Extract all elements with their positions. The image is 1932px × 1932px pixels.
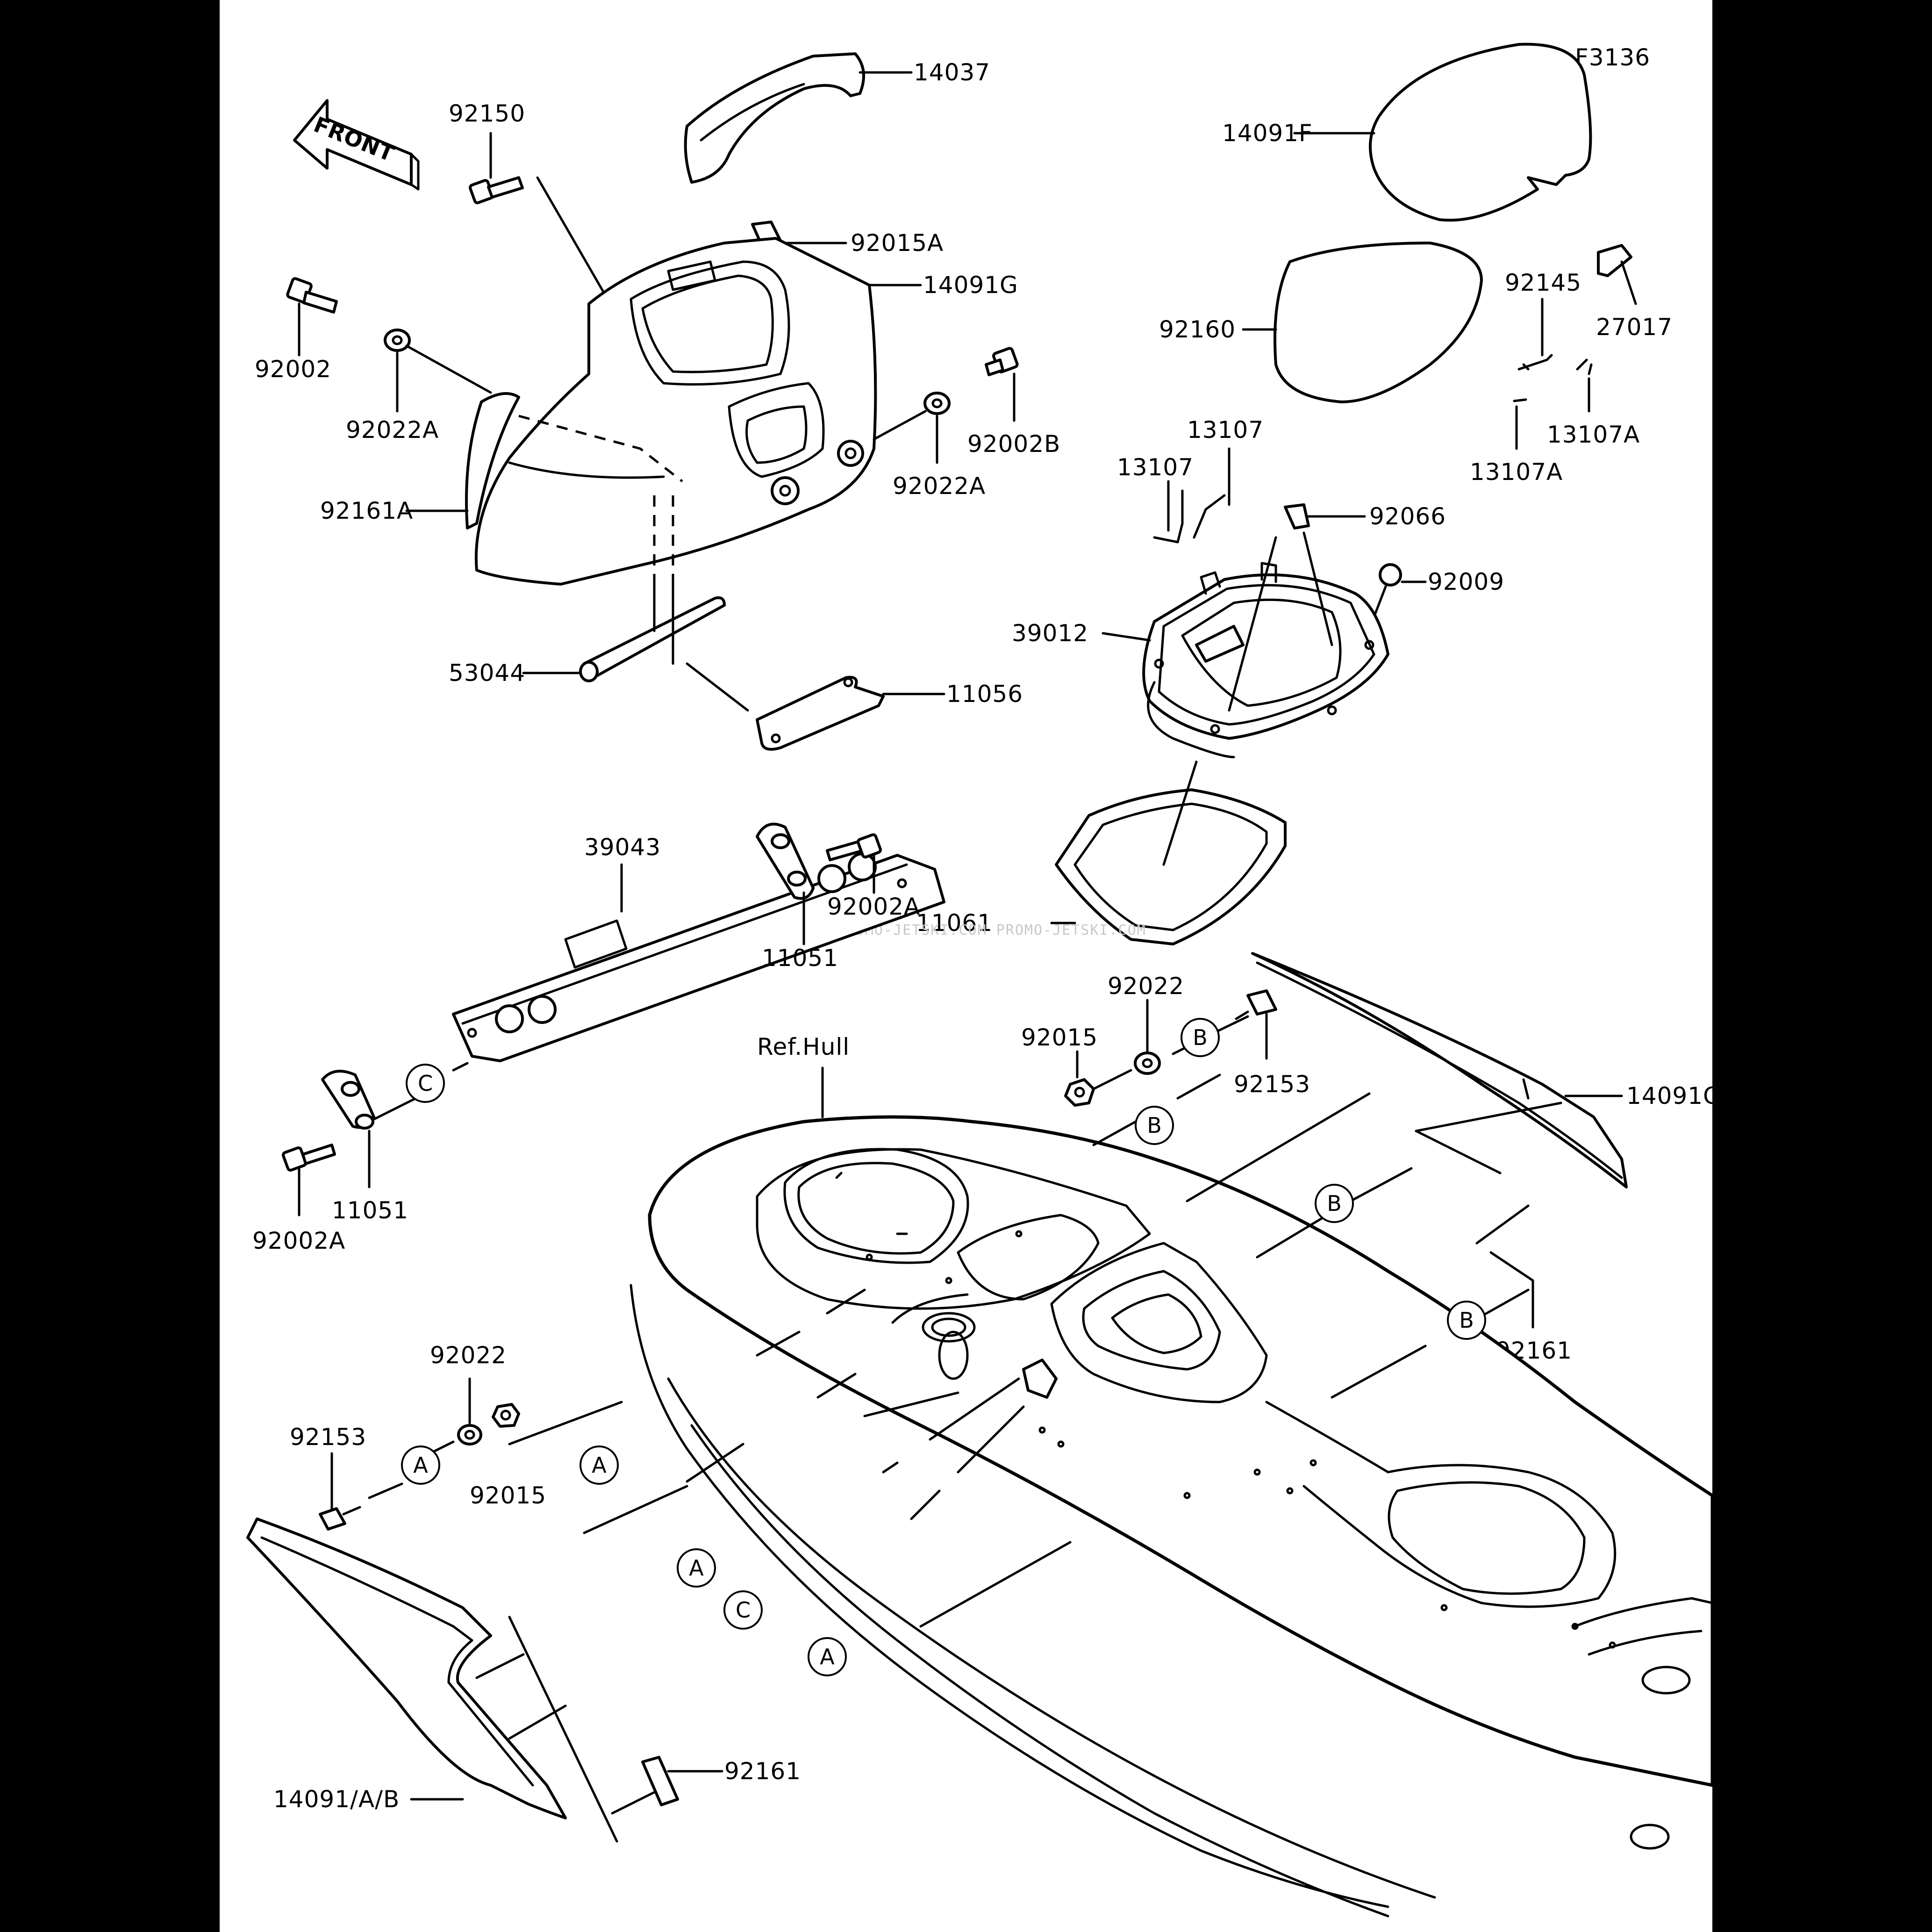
label-11051-upper: 11051 bbox=[762, 945, 838, 972]
label-92002: 92002 bbox=[255, 356, 331, 383]
ref-circle-B: B bbox=[1135, 1106, 1174, 1145]
diagram-sheet: F3136 FRONT 14037 14091F 92150 92015A bbox=[220, 0, 1712, 1932]
washer-icon bbox=[433, 1377, 482, 1453]
label-92150: 92150 bbox=[449, 100, 525, 127]
svg-text:A: A bbox=[820, 1644, 835, 1669]
screw-icon bbox=[1373, 563, 1427, 618]
label-92022A-left: 92022A bbox=[346, 416, 439, 444]
retainer-clip-icon bbox=[1576, 358, 1593, 413]
ref-circle-C: C bbox=[406, 1064, 445, 1103]
label-14091F: 14091F bbox=[1222, 120, 1313, 147]
label-92002B: 92002B bbox=[967, 430, 1060, 458]
label-92161A: 92161A bbox=[320, 497, 413, 524]
grommet-icon bbox=[1284, 503, 1366, 530]
ref-circle-A: A bbox=[677, 1548, 716, 1588]
front-arrow-icon: FRONT bbox=[293, 99, 420, 191]
plate-part bbox=[756, 823, 815, 945]
washer-icon bbox=[873, 392, 951, 464]
label-92160: 92160 bbox=[1159, 316, 1236, 343]
label-27017: 27017 bbox=[1596, 314, 1673, 341]
ref-circle-A: A bbox=[808, 1637, 847, 1676]
svg-text:B: B bbox=[1147, 1113, 1162, 1138]
nut-icon bbox=[1064, 1050, 1095, 1107]
bolt-icon bbox=[985, 347, 1019, 422]
gasket-part bbox=[1050, 760, 1287, 945]
label-92022A-right: 92022A bbox=[893, 472, 986, 500]
bolt-icon bbox=[282, 1144, 336, 1216]
ref-circle-B: B bbox=[1447, 1301, 1486, 1340]
reference-hull: Ref.Hull bbox=[757, 1033, 850, 1060]
label-92002A-upper: 92002A bbox=[827, 893, 920, 920]
rubber-block-part bbox=[1597, 244, 1637, 305]
label-14091AB: 14091/A/B bbox=[273, 1786, 400, 1813]
svg-text:B: B bbox=[1193, 1025, 1208, 1050]
ref-circle-A: A bbox=[580, 1445, 619, 1485]
ref-circle-B: B bbox=[1315, 1184, 1354, 1223]
label-13107A-low: 13107A bbox=[1470, 458, 1563, 486]
washer-icon bbox=[384, 329, 492, 413]
svg-text:A: A bbox=[689, 1555, 704, 1581]
label-14037: 14037 bbox=[914, 59, 990, 86]
svg-text:C: C bbox=[736, 1597, 751, 1623]
tube-part bbox=[522, 583, 726, 682]
label-92022-low: 92022 bbox=[430, 1342, 507, 1369]
label-92002A-lower: 92002A bbox=[252, 1227, 345, 1254]
label-92009: 92009 bbox=[1428, 568, 1504, 595]
wire-clip-icon bbox=[1153, 447, 1231, 544]
label-53044: 53044 bbox=[449, 659, 525, 687]
instrument-panel-part bbox=[452, 852, 945, 1062]
seat-cushion-part bbox=[1293, 43, 1592, 222]
ref-circle-A: A bbox=[401, 1445, 440, 1485]
washer-icon bbox=[1088, 999, 1161, 1093]
bolt-icon bbox=[286, 277, 338, 357]
svg-text:A: A bbox=[592, 1453, 607, 1478]
clip-nut-icon bbox=[319, 1452, 403, 1531]
svg-text:B: B bbox=[1459, 1308, 1474, 1333]
label-92015-low: 92015 bbox=[470, 1482, 546, 1509]
label-92153-mid: 92153 bbox=[1234, 1071, 1310, 1098]
label-11051-lower: 11051 bbox=[332, 1197, 408, 1224]
seal-strip-part bbox=[405, 392, 683, 530]
label-92145: 92145 bbox=[1505, 269, 1581, 296]
grab-handle-part bbox=[684, 52, 913, 184]
label-13107-b: 13107 bbox=[1187, 416, 1264, 444]
label-11061: 11061 bbox=[916, 909, 993, 937]
ref-circle-B: B bbox=[1181, 1018, 1220, 1057]
nut-icon bbox=[492, 1403, 520, 1428]
label-92153-low: 92153 bbox=[290, 1424, 366, 1451]
label-14091G: 14091G bbox=[923, 272, 1018, 299]
retainer-clip-icon bbox=[1513, 398, 1527, 450]
svg-text:A: A bbox=[413, 1453, 428, 1478]
label-92066: 92066 bbox=[1369, 503, 1446, 530]
svg-text:C: C bbox=[418, 1071, 433, 1096]
label-13107A-right: 13107A bbox=[1547, 421, 1640, 448]
label-39012: 39012 bbox=[1012, 620, 1088, 647]
side-panel-right-part bbox=[1251, 952, 1628, 1245]
clip-nut-icon bbox=[1235, 989, 1277, 1060]
label-92161-low: 92161 bbox=[724, 1758, 801, 1785]
bolt-icon bbox=[826, 833, 882, 894]
exploded-parts-diagram: F3136 FRONT 14037 14091F 92150 92015A bbox=[246, 43, 1712, 1918]
seat-pad-part bbox=[1242, 242, 1483, 403]
seal-strip-part bbox=[641, 1756, 723, 1806]
label-11056: 11056 bbox=[946, 680, 1023, 708]
bracket-part bbox=[672, 573, 945, 751]
label-14091CE: 14091C~E bbox=[1626, 1082, 1712, 1109]
ref-circle-C: C bbox=[723, 1590, 763, 1630]
wire-clip-icon bbox=[1517, 298, 1553, 371]
bolt-icon bbox=[469, 132, 609, 301]
svg-text:B: B bbox=[1327, 1191, 1342, 1216]
side-panel-left-part bbox=[246, 1517, 670, 1843]
seal-strip-part bbox=[1489, 1251, 1534, 1329]
label-39043: 39043 bbox=[584, 834, 661, 861]
label-92015A: 92015A bbox=[851, 229, 944, 257]
label-92022-mid: 92022 bbox=[1108, 973, 1184, 1000]
label-92015-mid: 92015 bbox=[1021, 1024, 1098, 1051]
storage-bin-part bbox=[1102, 531, 1389, 758]
front-cover-part bbox=[474, 237, 922, 586]
figure-code: F3136 bbox=[1575, 44, 1650, 71]
hull-reference bbox=[630, 1066, 1712, 1918]
plate-part bbox=[321, 1070, 417, 1188]
label-13107-a: 13107 bbox=[1117, 454, 1194, 481]
